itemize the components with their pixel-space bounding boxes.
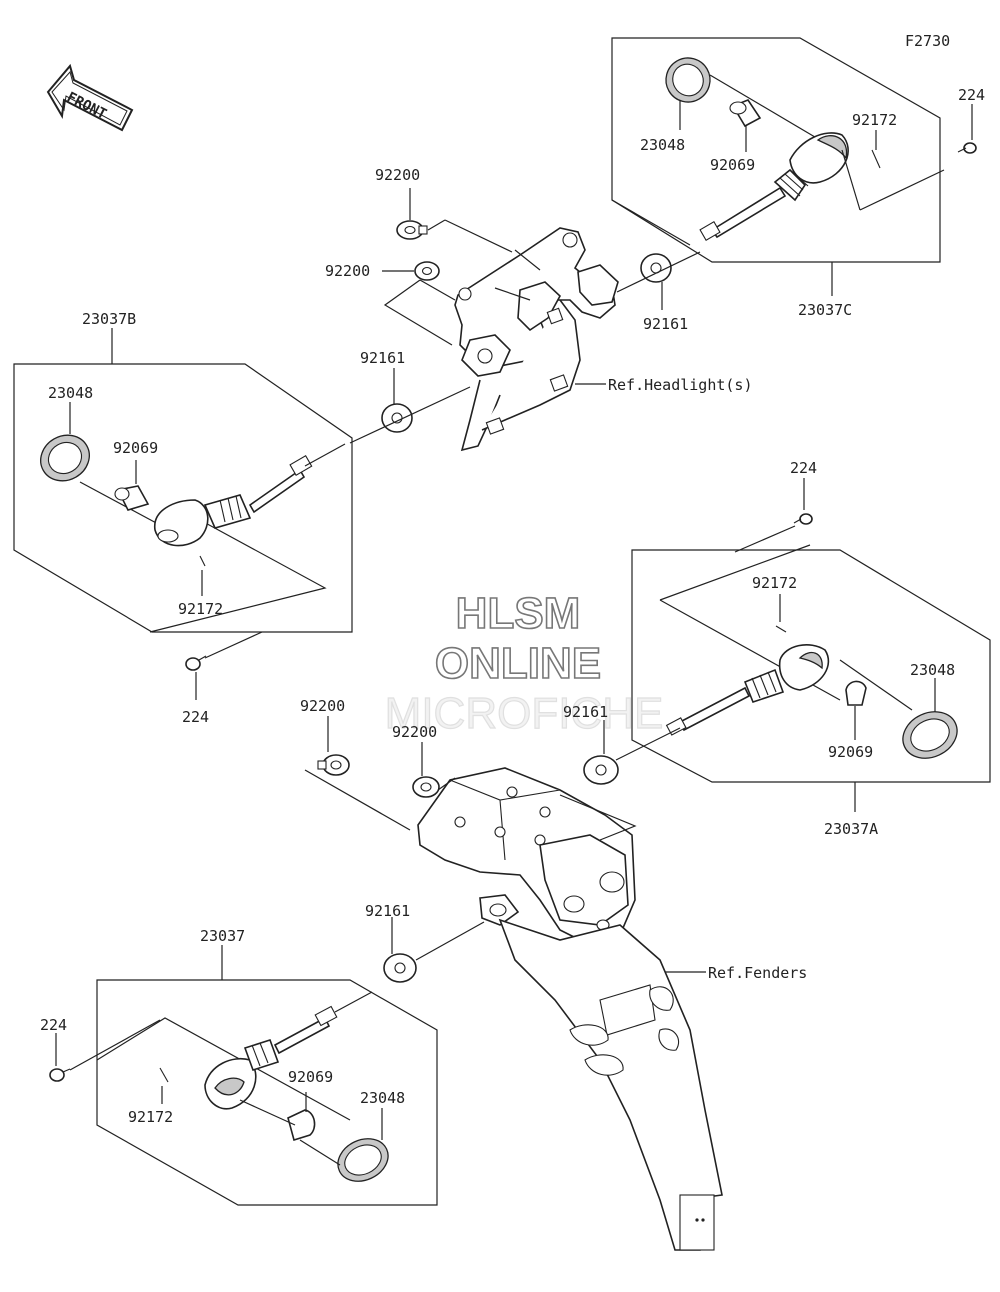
rear-right-screw (775, 625, 787, 633)
watermark-line-1: HLSM (456, 589, 581, 638)
front-lower-collar (414, 261, 440, 281)
label-front-lower-collar: 92200 (325, 262, 370, 280)
rear-left-housing (204, 1039, 280, 1110)
front-left-bulb (114, 485, 150, 511)
rear-right-collar (412, 776, 440, 798)
label-rear-left-assembly: 23037 (200, 927, 245, 945)
assembly-rear-right: 23048 92069 92172 (631, 544, 991, 783)
watermark-line-2: ONLINE (435, 639, 601, 688)
label-rear-left-collar: 92200 (300, 697, 345, 715)
assembly-front-right: 23048 92069 92172 (611, 37, 945, 263)
label-rear-right-screw: 92172 (752, 574, 797, 592)
figure-code: F2730 (905, 32, 950, 50)
front-right-housing (773, 132, 849, 202)
label-front-right-screw: 92172 (852, 111, 897, 129)
rear-left-screw (159, 1067, 169, 1083)
ref-fenders: Ref.Fenders (708, 964, 807, 982)
label-front-left-lens: 23048 (48, 384, 93, 402)
label-rear-left-screw: 92172 (128, 1108, 173, 1126)
label-front-right-bolt: 224 (958, 86, 985, 104)
label-rear-right-collar: 92200 (392, 723, 437, 741)
label-front-right-assembly: 23037C (798, 301, 852, 319)
label-rear-left-lens: 23048 (360, 1089, 405, 1107)
rear-right-bolt (793, 513, 813, 525)
front-right-bolt (957, 142, 977, 154)
front-left-bolt (185, 655, 207, 671)
label-front-left-bulb: 92069 (113, 439, 158, 457)
assembly-rear-left: 92172 92069 23048 (96, 979, 438, 1206)
front-right-lens (665, 57, 711, 103)
label-front-upper-collar: 92200 (375, 166, 420, 184)
label-front-right-bulb: 92069 (710, 156, 755, 174)
label-front-left-assembly: 23037B (82, 310, 136, 328)
front-right-grommet (640, 253, 672, 283)
watermark-line-3: MICROFICHE (385, 689, 664, 738)
front-left-screw (199, 555, 206, 567)
front-right-screw (871, 149, 881, 169)
front-right-bulb (729, 99, 762, 128)
rear-right-grommet (583, 755, 619, 785)
rear-right-bulb (845, 680, 867, 706)
label-front-left-screw: 92172 (178, 600, 223, 618)
label-front-right-lens: 23048 (640, 136, 685, 154)
rear-left-collar (317, 754, 350, 776)
label-front-left-grommet: 92161 (360, 349, 405, 367)
headlight-bracket (454, 227, 619, 452)
label-rear-right-bulb: 92069 (828, 743, 873, 761)
rear-left-bulb (287, 1109, 316, 1142)
label-rear-right-lens: 23048 (910, 661, 955, 679)
ref-headlight: Ref.Headlight(s) (608, 376, 753, 394)
label-rear-right-assembly: 23037A (824, 820, 878, 838)
rear-left-lens (337, 1138, 389, 1182)
label-front-right-grommet: 92161 (643, 315, 688, 333)
front-upper-collar (396, 220, 428, 240)
rear-left-grommet (383, 953, 417, 983)
watermark: HLSM ONLINE MICROFICHE (384, 588, 664, 738)
front-left-housing (154, 494, 252, 547)
rear-bracket (417, 767, 636, 946)
label-rear-right-bolt: 224 (790, 459, 817, 477)
assembly-front-left: 23048 92069 92172 (13, 363, 353, 633)
rear-fender (498, 918, 723, 1251)
label-front-left-bolt: 224 (182, 708, 209, 726)
label-rear-left-grommet: 92161 (365, 902, 410, 920)
front-left-lens (40, 434, 90, 482)
rear-left-bolt (49, 1068, 71, 1082)
rear-right-lens (902, 711, 958, 759)
label-rear-left-bulb: 92069 (288, 1068, 333, 1086)
label-rear-right-grommet: 92161 (563, 703, 608, 721)
front-arrow-icon: FRONT (46, 63, 134, 132)
rear-right-housing (743, 644, 830, 703)
front-left-grommet (381, 403, 413, 433)
label-rear-left-bolt: 224 (40, 1016, 67, 1034)
